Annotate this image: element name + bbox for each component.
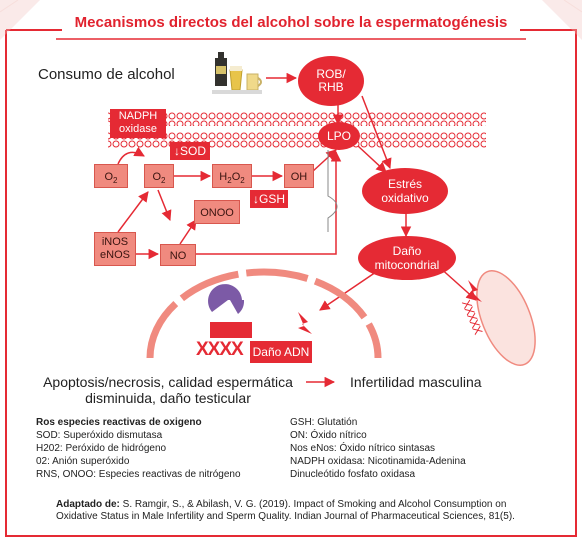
estres-line2: oxidativo <box>381 191 429 205</box>
legend-item: 02: Anión superóxido <box>36 456 130 467</box>
no-label: NO <box>169 250 187 262</box>
nadph-box: NADPH oxidase <box>110 109 166 138</box>
h2o2-h: H <box>219 171 228 183</box>
outcome-infertilidad: Infertilidad masculina <box>350 374 482 390</box>
citation-line1: S. Ramgir, S., & Abilash, V. G. (2019). … <box>119 499 507 510</box>
onoo-box: ONOO <box>194 200 240 224</box>
o2-b-label: O <box>152 171 162 183</box>
rhb-line: RHB <box>318 80 344 94</box>
drinks-icon <box>212 52 262 94</box>
protein-icon <box>208 284 245 314</box>
lightning-adn-icon <box>298 312 312 334</box>
lpo-node: LPO <box>318 122 360 150</box>
nadph-line2: oxidase <box>119 123 157 135</box>
enos-label: eNOS <box>100 249 130 261</box>
no-box: NO <box>160 244 196 266</box>
h2o2-o: O <box>231 171 241 183</box>
frame-border <box>5 29 577 537</box>
legend-left: Ros especies reactivas de oxigeno SOD: S… <box>36 416 241 481</box>
arrow-o2b-to-onoo <box>157 189 172 221</box>
arrow-lpo-to-estres <box>357 145 387 173</box>
oh-label: OH <box>290 171 308 183</box>
citation-label: Adaptado de: <box>56 499 120 510</box>
estres-node: Estrés oxidativo <box>362 168 448 214</box>
gsh-box: ↓GSH <box>250 190 288 208</box>
onoo-label: ONOO <box>200 207 234 219</box>
cell-arc-outer <box>146 268 382 359</box>
arrow-o2a-to-o2b <box>117 146 145 165</box>
source-citation: Adaptado de: S. Ramgir, S., & Abilash, V… <box>56 499 515 523</box>
lightning-sperm-icon <box>468 280 482 302</box>
gsh-label: GSH <box>258 192 285 206</box>
arrow-mito-to-adn <box>319 271 377 311</box>
o2-box-a: O2 <box>94 164 128 188</box>
legend-item: ON: Óxido nítrico <box>290 430 367 441</box>
dano-mito-line1: Daño <box>392 244 422 258</box>
dano-adn-box: Daño ADN <box>250 341 312 363</box>
legend-item: Dinucleótido fosfato oxidasa <box>290 469 416 480</box>
dano-adn-label: Daño ADN <box>252 345 310 359</box>
inos-label: iNOS <box>101 236 129 248</box>
h2o2-box: H2O2 <box>212 164 252 188</box>
dano-mito-line2: mitocondrial <box>374 258 440 272</box>
arrow-inos-to-o2b <box>117 191 149 233</box>
dna-strand-glyphs: XXXX <box>196 339 244 360</box>
legend-right: GSH: Glutatión ON: Óxido nítrico Nos eNo… <box>290 416 466 481</box>
sod-label: SOD <box>179 144 206 158</box>
nos-box: iNOS eNOS <box>94 232 136 266</box>
corner-pattern-right <box>542 0 582 40</box>
dna-block <box>210 322 252 338</box>
citation-line2: Oxidative Status in Male Infertility and… <box>56 511 515 522</box>
legend-item: Nos eNos: Óxido nítrico sintasas <box>290 443 436 454</box>
apoptosis-line2: disminuida, daño testicular <box>85 390 251 406</box>
legend-item: GSH: Glutatión <box>290 417 358 428</box>
o2-box-b: O2 <box>144 164 174 188</box>
arrow-oh-to-lpo <box>311 149 337 173</box>
arrow-no-to-lpo <box>196 150 342 255</box>
rob-rhb-node: ROB/ RHB <box>298 56 364 106</box>
gsh-down-arrow-icon: ↓ <box>252 192 259 206</box>
sod-box: ↓SOD <box>170 142 210 160</box>
legend-item: NADPH oxidasa: Nicotinamida-Adenina <box>290 456 466 467</box>
outcome-apoptosis: Apoptosis/necrosis, calidad espermática … <box>34 374 302 406</box>
arrow-no-to-onoo <box>179 219 197 245</box>
rob-line: ROB/ <box>316 67 346 81</box>
sperm-cell <box>476 270 536 366</box>
dano-mito-node: Daño mitocondrial <box>358 236 456 280</box>
bracket <box>327 150 338 232</box>
estres-line1: Estrés <box>387 177 422 191</box>
legend-left-heading: Ros especies reactivas de oxigeno <box>36 417 202 428</box>
oh-box: OH <box>284 164 314 188</box>
legend-item: H202: Peróxido de hidrógeno <box>36 443 167 454</box>
lpo-label: LPO <box>326 128 351 143</box>
legend-item: SOD: Superóxido dismutasa <box>36 430 163 441</box>
sod-down-arrow-icon: ↓ <box>173 144 180 158</box>
arrow-rob-to-estres <box>361 95 392 169</box>
nadph-line1: NADPH <box>118 110 158 122</box>
corner-pattern-left <box>0 0 40 40</box>
page-title: Mecanismos directos del alcohol sobre la… <box>74 14 508 31</box>
o2-a-label: O <box>104 171 114 183</box>
apoptosis-line1: Apoptosis/necrosis, calidad espermática <box>43 374 293 390</box>
legend-item: RNS, ONOO: Especies reactivas de nitróge… <box>36 469 241 480</box>
consumo-label: Consumo de alcohol <box>38 66 175 83</box>
